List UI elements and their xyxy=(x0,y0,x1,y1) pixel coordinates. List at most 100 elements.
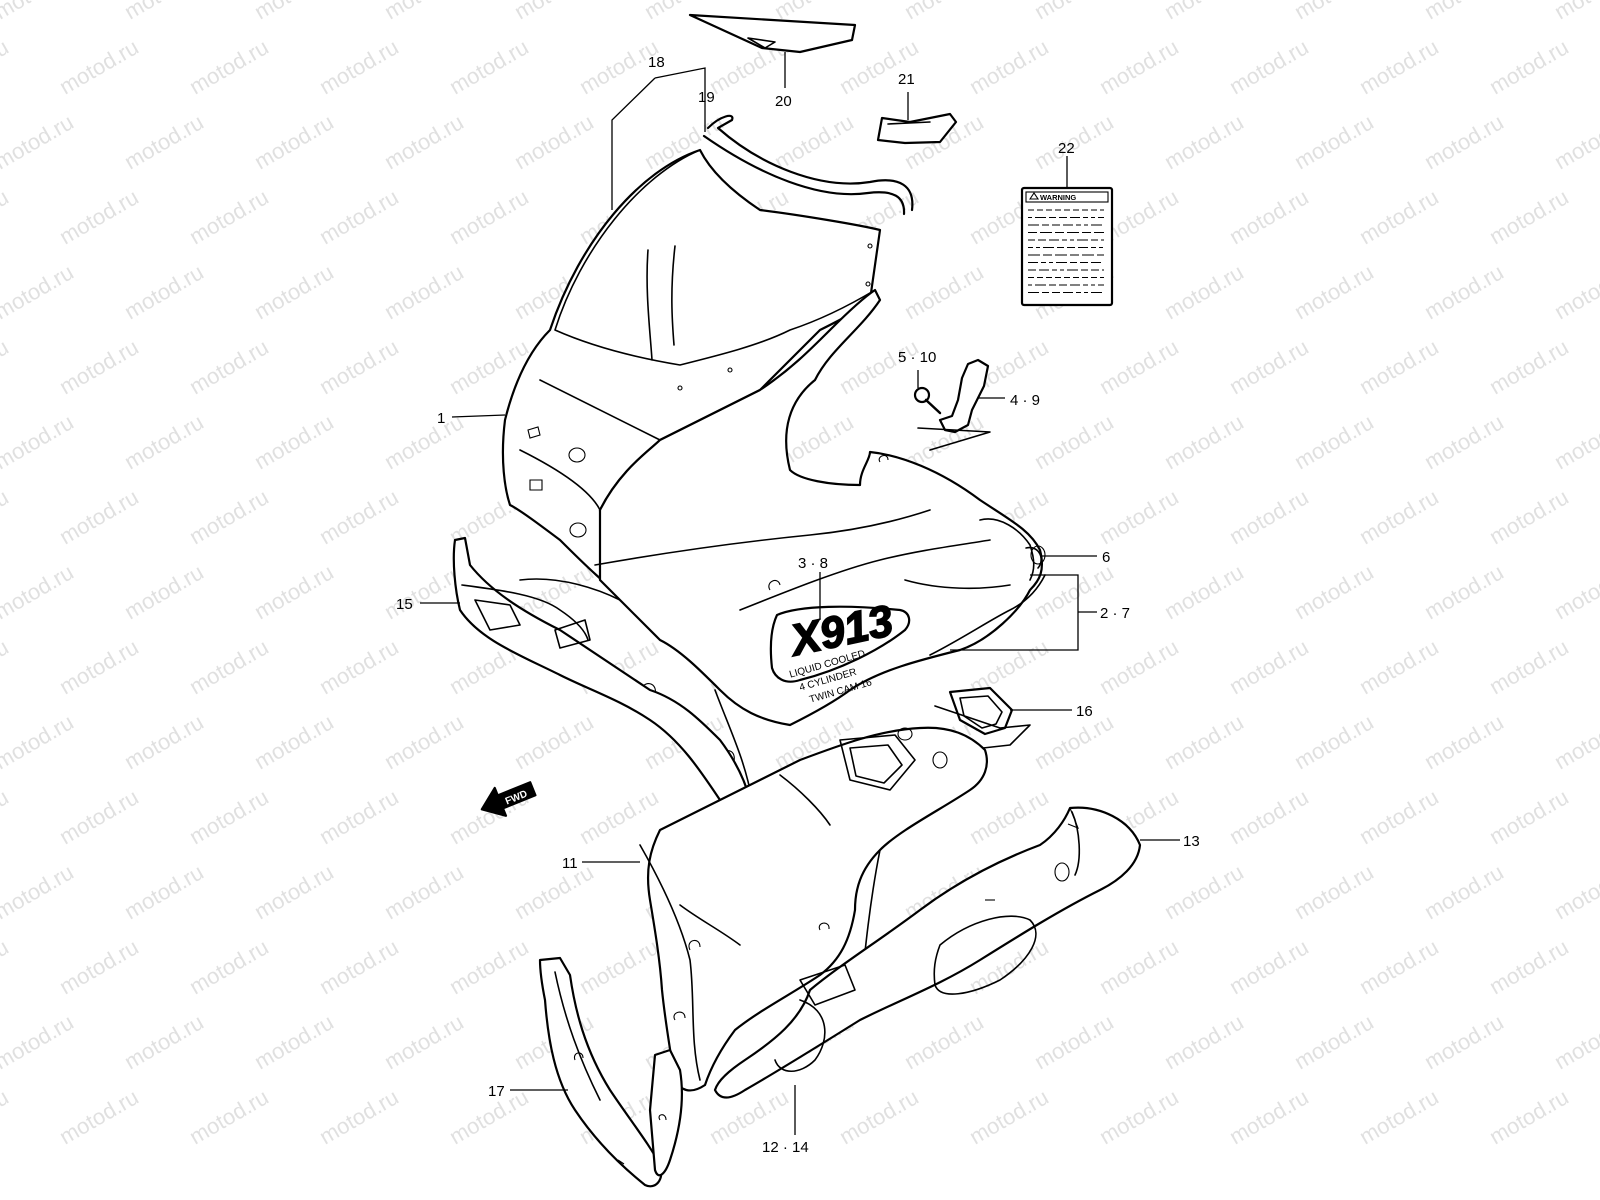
watermark-text: motod.ru xyxy=(1030,0,1118,24)
watermark-text: motod.ru xyxy=(1485,934,1573,999)
watermark-text: motod.ru xyxy=(1550,0,1600,24)
watermark-text: motod.ru xyxy=(900,0,988,24)
watermark-text: motod.ru xyxy=(120,409,208,474)
watermark-text: motod.ru xyxy=(315,184,403,249)
watermark-text: motod.ru xyxy=(315,34,403,99)
watermark-text: motod.ru xyxy=(1355,34,1443,99)
watermark-text: motod.ru xyxy=(380,259,468,324)
watermark-text: motod.ru xyxy=(1160,559,1248,624)
watermark-text: motod.ru xyxy=(120,1009,208,1074)
watermark-text: motod.ru xyxy=(1485,784,1573,849)
warning-label-title: WARNING xyxy=(1040,193,1076,202)
watermark-text: motod.ru xyxy=(835,34,923,99)
watermark-text: motod.ru xyxy=(1095,334,1183,399)
watermark-text: motod.ru xyxy=(1485,634,1573,699)
watermark-text: motod.ru xyxy=(1550,1009,1600,1074)
watermark-text: motod.ru xyxy=(965,1084,1053,1149)
watermark-text: motod.ru xyxy=(1485,484,1573,549)
watermark-text: motod.ru xyxy=(1095,634,1183,699)
watermark-text: motod.ru xyxy=(55,934,143,999)
watermark-text: motod.ru xyxy=(185,484,273,549)
watermark-text: motod.ru xyxy=(1355,784,1443,849)
watermark-text: motod.ru xyxy=(1160,259,1248,324)
watermark-text: motod.ru xyxy=(55,184,143,249)
watermark-text: motod.ru xyxy=(1355,334,1443,399)
watermark-text: motod.ru xyxy=(1160,709,1248,774)
part-17-lower-side-panel xyxy=(538,956,684,1188)
callout-6: 6 xyxy=(1102,549,1110,566)
callout-5-10: 5 · 10 xyxy=(898,349,936,366)
watermark-text: motod.ru xyxy=(250,259,338,324)
callout-15: 15 xyxy=(396,596,413,613)
watermark-text: motod.ru xyxy=(1420,559,1508,624)
watermark-text: motod.ru xyxy=(1485,34,1573,99)
watermark-text: motod.ru xyxy=(1355,184,1443,249)
watermark-text: motod.ru xyxy=(1095,1084,1183,1149)
watermark-text: motod.ru xyxy=(380,409,468,474)
watermark-text: motod.ru xyxy=(1550,559,1600,624)
watermark-text: motod.ru xyxy=(0,784,13,849)
watermark-text: motod.ru xyxy=(0,259,78,324)
watermark-text: motod.ru xyxy=(0,1009,78,1074)
watermark-text: motod.ru xyxy=(0,34,13,99)
watermark-text: motod.ru xyxy=(0,109,78,174)
watermark-text: motod.ru xyxy=(1030,409,1118,474)
callout-19: 19 xyxy=(698,89,715,106)
part-19-trim xyxy=(702,114,914,216)
watermark-text: motod.ru xyxy=(1420,109,1508,174)
watermark-text: motod.ru xyxy=(185,184,273,249)
watermark-text: motod.ru xyxy=(1290,409,1378,474)
part-20-panel xyxy=(688,13,857,54)
callout-3-8: 3 · 8 xyxy=(798,555,828,572)
watermark-text: motod.ru xyxy=(315,634,403,699)
watermark-text: motod.ru xyxy=(1485,1084,1573,1149)
callout-21: 21 xyxy=(898,71,915,88)
watermark-text: motod.ru xyxy=(1160,0,1248,24)
watermark-text: motod.ru xyxy=(0,559,78,624)
watermark-text: motod.ru xyxy=(185,334,273,399)
watermark-text: motod.ru xyxy=(185,34,273,99)
watermark-text: motod.ru xyxy=(120,709,208,774)
watermark-text: motod.ru xyxy=(250,409,338,474)
watermark-text: motod.ru xyxy=(315,784,403,849)
watermark-text: motod.ru xyxy=(1290,559,1378,624)
watermark-text: motod.ru xyxy=(1290,0,1378,24)
watermark-text: motod.ru xyxy=(315,934,403,999)
callout-18: 18 xyxy=(648,54,665,71)
watermark-text: motod.ru xyxy=(1160,1009,1248,1074)
watermark-text: motod.ru xyxy=(0,634,13,699)
watermark-text: motod.ru xyxy=(250,109,338,174)
watermark-text: motod.ru xyxy=(0,1084,13,1149)
watermark-text: motod.ru xyxy=(1550,109,1600,174)
watermark-text: motod.ru xyxy=(185,934,273,999)
callout-2-7: 2 · 7 xyxy=(1100,605,1130,622)
watermark-text: motod.ru xyxy=(0,409,78,474)
watermark-text: motod.ru xyxy=(1290,859,1378,924)
watermark-text: motod.ru xyxy=(1355,634,1443,699)
watermark-text: motod.ru xyxy=(1420,1009,1508,1074)
watermark-text: motod.ru xyxy=(0,334,13,399)
callout-4-9: 4 · 9 xyxy=(1010,392,1040,409)
watermark-text: motod.ru xyxy=(120,859,208,924)
part-22-warning-label: WARNING xyxy=(1020,186,1114,307)
callout-22: 22 xyxy=(1058,140,1075,157)
watermark-text: motod.ru xyxy=(900,259,988,324)
watermark-text: motod.ru xyxy=(0,934,13,999)
watermark-text: motod.ru xyxy=(55,484,143,549)
watermark-text: motod.ru xyxy=(1225,334,1313,399)
watermark-text: motod.ru xyxy=(1420,859,1508,924)
watermark-text: motod.ru xyxy=(1095,34,1183,99)
callout-16: 16 xyxy=(1076,703,1093,720)
watermark-text: motod.ru xyxy=(1355,934,1443,999)
watermark-text: motod.ru xyxy=(250,559,338,624)
watermark-text: motod.ru xyxy=(315,334,403,399)
part-11-lower-cowling xyxy=(639,726,988,1092)
callout-12-14: 12 · 14 xyxy=(762,1139,809,1156)
watermark-text: motod.ru xyxy=(575,784,663,849)
watermark-text: motod.ru xyxy=(1420,0,1508,24)
watermark-text: motod.ru xyxy=(965,784,1053,849)
watermark-text: motod.ru xyxy=(120,0,208,24)
watermark-text: motod.ru xyxy=(1420,409,1508,474)
watermark-text: motod.ru xyxy=(900,1009,988,1074)
